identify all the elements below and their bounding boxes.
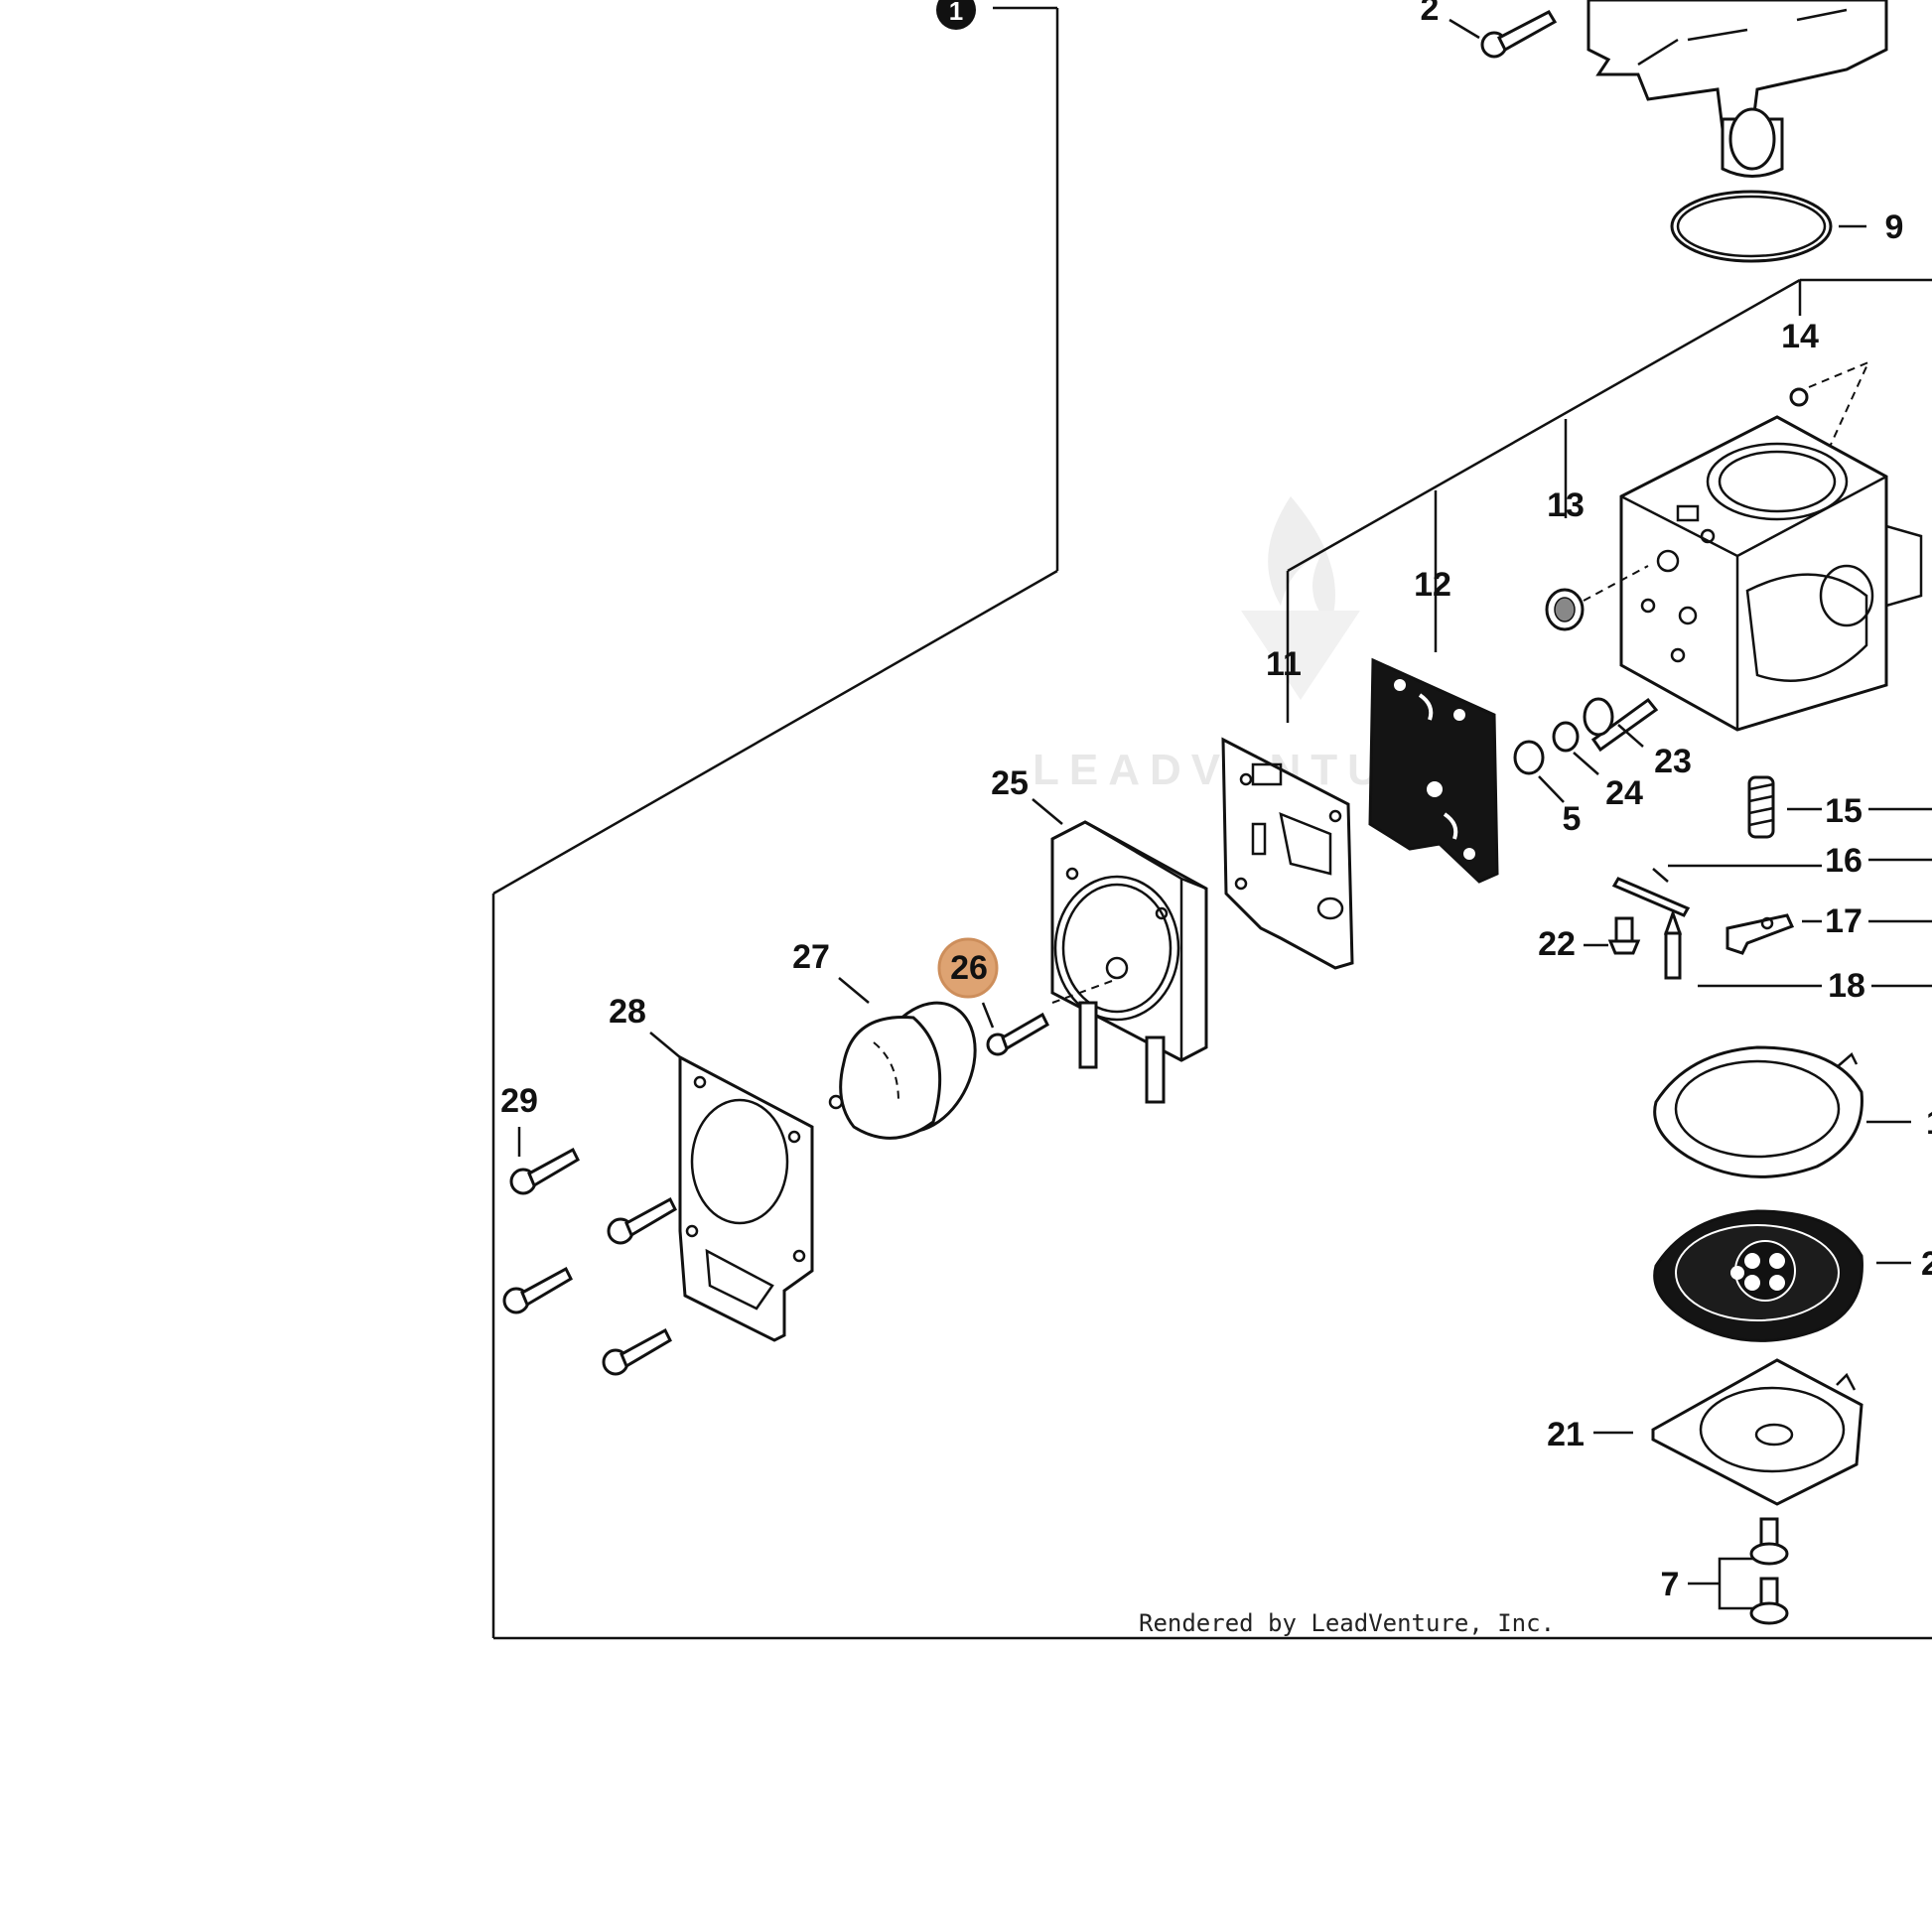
callout-11-label: 11 (1266, 645, 1302, 683)
o-ring-9-icon (1670, 190, 1833, 263)
inlet-needle-18-icon (1663, 908, 1683, 980)
diaphragm-20-icon (1653, 1209, 1863, 1342)
screw-7-icon (1749, 1517, 1789, 1625)
filter-screen-13-icon (1545, 588, 1585, 631)
callout-2-label: 2 (1421, 0, 1440, 28)
callout-26-highlight[interactable] (937, 937, 999, 999)
callout-17-label: 17 (1825, 902, 1863, 940)
callout-29-label: 29 (500, 1082, 538, 1120)
callout-5-label: 5 (1563, 800, 1582, 838)
callout-12-label: 12 (1414, 566, 1451, 604)
spring-15-icon (1747, 775, 1775, 839)
screw-26-icon (986, 1012, 1049, 1056)
callout-21-label: 21 (1547, 1416, 1585, 1453)
callout-24-label: 24 (1605, 774, 1643, 812)
callout-16-label: 16 (1825, 842, 1863, 880)
callout-14-label: 14 (1781, 318, 1819, 355)
callout-marker-1[interactable] (936, 0, 976, 30)
assembly-bracket (491, 6, 1932, 1640)
watermark-logo-icon (1241, 496, 1360, 700)
credit-text: Rendered by LeadVenture, Inc. (1139, 1609, 1555, 1637)
carburetor-top-housing (1587, 0, 1888, 178)
callout-23-label: 23 (1654, 743, 1692, 780)
callout-20-label: 2 (1921, 1245, 1932, 1283)
gasket-19-icon (1653, 1045, 1863, 1178)
callout-28-label: 28 (609, 993, 646, 1031)
callout-18-label: 18 (1828, 967, 1865, 1005)
cover-21-icon (1651, 1358, 1863, 1506)
callout-22-label: 22 (1538, 925, 1576, 963)
callout-15-label: 15 (1825, 792, 1863, 830)
callout-26-label[interactable]: 26 (950, 949, 988, 987)
callout-1-label: 1 (949, 0, 963, 26)
callout-13-label: 13 (1547, 486, 1585, 524)
primer-bulb-27-icon (828, 1001, 977, 1140)
ring-24-icon (1552, 721, 1580, 753)
pump-body-25-icon (1050, 820, 1208, 1104)
carburetor-body (1619, 415, 1923, 732)
screw-2-icon (1480, 10, 1558, 59)
callout-19-label: 1 (1926, 1104, 1932, 1142)
screw-22-icon (1607, 916, 1641, 955)
callout-7-label: 7 (1661, 1566, 1680, 1603)
plug-14-icon (1789, 387, 1809, 407)
metering-gasket-12-icon (1368, 657, 1499, 884)
screw-29-icon (502, 1147, 677, 1376)
gasket-28-icon (678, 1054, 814, 1342)
callout-27-label: 27 (792, 938, 830, 976)
pin-16-icon (1611, 877, 1691, 917)
gasket-11-icon (1221, 737, 1354, 970)
callout-9-label: 9 (1885, 208, 1904, 246)
lever-17-icon (1725, 913, 1795, 955)
callout-25-label: 25 (991, 764, 1029, 802)
nut-5-icon (1513, 740, 1545, 775)
needle-23-icon (1583, 697, 1659, 753)
